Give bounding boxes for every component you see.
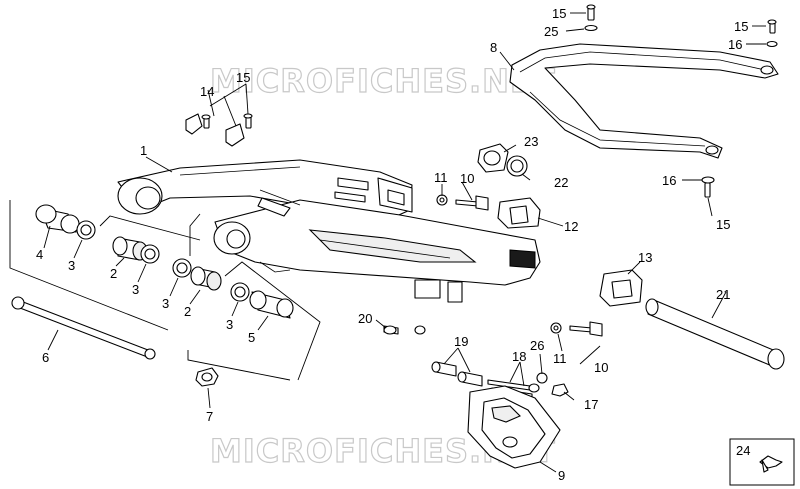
- axle-21: [645, 298, 785, 370]
- callout-15a: 15: [236, 70, 250, 85]
- clamp-screws-14: [185, 113, 253, 147]
- washer-11-lower: [550, 322, 562, 334]
- callout-10b: 10: [594, 360, 608, 375]
- spacer-20: [383, 325, 426, 335]
- callout-24: 24: [736, 443, 750, 458]
- bolt-10-top: [455, 195, 489, 211]
- callout-11a: 11: [434, 170, 448, 185]
- bolt-10-lower: [569, 321, 603, 337]
- callout-23: 23: [524, 134, 538, 149]
- callout-5: 5: [248, 330, 255, 345]
- callout-7: 7: [206, 409, 213, 424]
- chain-guide-upper: [509, 43, 779, 159]
- legend-24: [729, 438, 795, 486]
- callout-11b: 11: [553, 351, 567, 366]
- bracket-inner-2: [189, 213, 201, 256]
- callout-4: 4: [36, 247, 43, 262]
- washer-26: [536, 372, 548, 384]
- pivot-shaft-6: [11, 296, 156, 360]
- nut-17: [551, 383, 569, 397]
- bracket-bottom: [187, 350, 291, 381]
- bearing-2-right: [190, 266, 222, 291]
- callout-15c: 15: [734, 19, 748, 34]
- nut-7: [195, 367, 219, 387]
- watermark-top: MICROFICHES.NET: [210, 62, 556, 100]
- bracket-inner-1: [99, 215, 201, 241]
- callout-21: 21: [716, 287, 730, 302]
- bushing-5: [249, 290, 294, 319]
- seal-3-mid: [140, 244, 160, 264]
- callout-16b: 16: [662, 173, 676, 188]
- callout-19: 19: [454, 334, 468, 349]
- callout-25: 25: [544, 24, 558, 39]
- callouts: 1 4 3 2 3 3 2 3 5 6 7 8 9 10 10 11 11 12…: [36, 6, 750, 483]
- block-13: [599, 269, 643, 307]
- callout-13: 13: [638, 250, 652, 265]
- callout-16a: 16: [728, 37, 742, 52]
- callout-3b: 3: [132, 282, 139, 297]
- callout-3c: 3: [162, 296, 169, 311]
- callout-15d: 15: [716, 217, 730, 232]
- callout-3a: 3: [68, 258, 75, 273]
- screw-top-right: [766, 19, 778, 48]
- ring-22: [506, 155, 528, 177]
- callout-17: 17: [584, 397, 598, 412]
- bearing-2-left: [112, 236, 148, 261]
- screw-top-left: [584, 4, 598, 32]
- callout-2b: 2: [184, 304, 191, 319]
- callout-3d: 3: [226, 317, 233, 332]
- chain-guide-9: [467, 385, 561, 469]
- callout-18: 18: [512, 349, 526, 364]
- washer-11-top: [436, 194, 448, 206]
- callout-22: 22: [554, 175, 568, 190]
- callout-12: 12: [564, 219, 578, 234]
- callout-8: 8: [490, 40, 497, 55]
- leader-lines: [43, 12, 766, 473]
- swingarm: [117, 159, 541, 303]
- callout-20: 20: [358, 311, 372, 326]
- callout-9: 9: [558, 468, 565, 483]
- seal-3-right2: [230, 282, 250, 302]
- bracket-right: [224, 261, 321, 381]
- bracket-left: [9, 200, 169, 331]
- spacers-19: [431, 361, 483, 387]
- callout-10a: 10: [460, 171, 474, 186]
- callout-2a: 2: [110, 266, 117, 281]
- callout-1: 1: [140, 143, 147, 158]
- screw-right-16: [701, 176, 715, 198]
- callout-15b: 15: [552, 6, 566, 21]
- seal-3-left: [76, 220, 96, 240]
- seal-3-right1: [172, 258, 192, 278]
- callout-6: 6: [42, 350, 49, 365]
- callout-26: 26: [530, 338, 544, 353]
- bushing-4: [35, 204, 80, 234]
- bushing-23: [477, 143, 509, 173]
- callout-14: 14: [200, 84, 214, 99]
- block-12: [497, 197, 541, 229]
